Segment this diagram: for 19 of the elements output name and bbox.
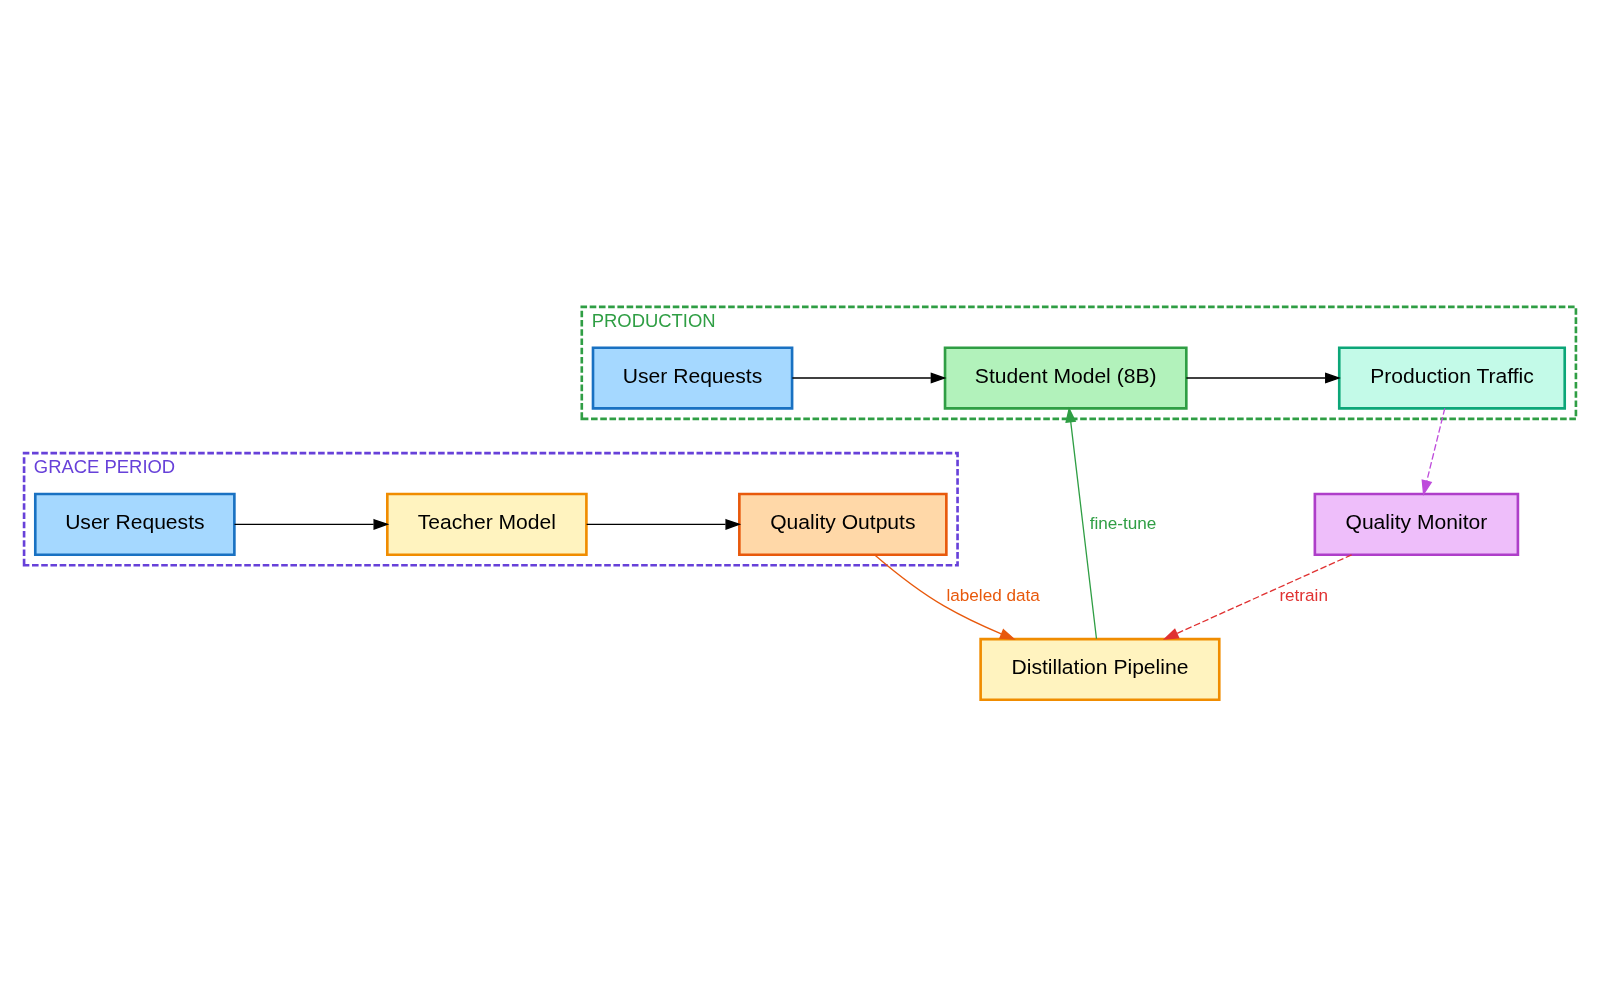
edge-label: retrain [1279, 585, 1328, 606]
arrow [873, 554, 1016, 640]
node-box: User Requests [33, 492, 236, 556]
edge-label: labeled data [946, 585, 1040, 606]
node-box: Quality Monitor [1313, 492, 1520, 556]
arrow [1185, 372, 1341, 384]
arrow [1421, 407, 1446, 496]
node-box: Distillation Pipeline [979, 637, 1221, 702]
node-box: Quality Outputs [738, 492, 948, 556]
arrow [1162, 554, 1353, 640]
arrow [1065, 406, 1098, 640]
node-box: Teacher Model [386, 492, 588, 556]
edge-label: fine-tune [1089, 512, 1157, 533]
arrow [585, 518, 742, 530]
node-box: Student Model (8B) [943, 346, 1188, 410]
node-box: Production Traffic [1337, 346, 1567, 410]
arrow [233, 518, 390, 530]
arrow [791, 372, 947, 384]
node-box: User Requests [591, 346, 794, 410]
